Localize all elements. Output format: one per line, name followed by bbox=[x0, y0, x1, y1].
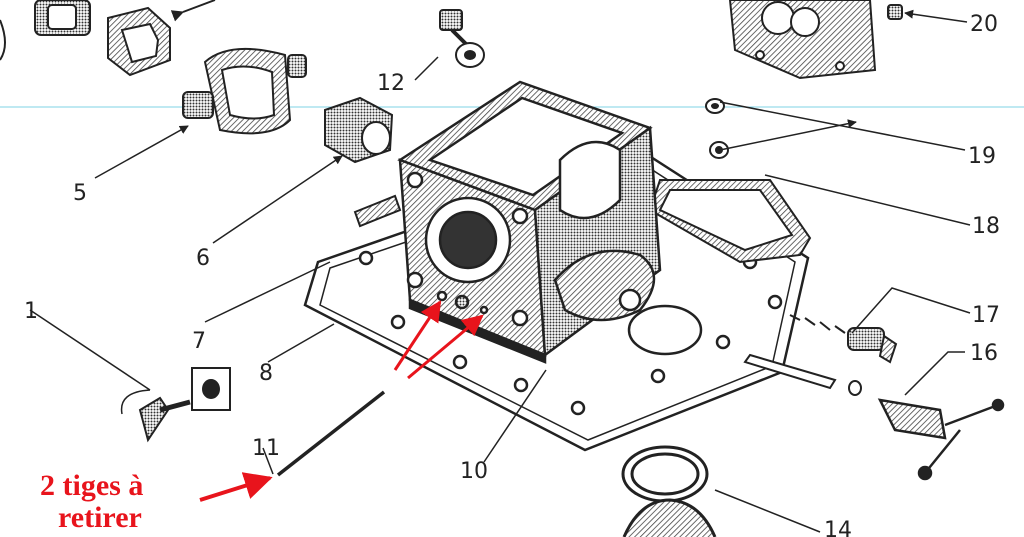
part-19-washers bbox=[705, 98, 729, 159]
part-18-gasket bbox=[648, 179, 812, 264]
part-1-bolt bbox=[138, 367, 231, 443]
callout-5: 5 bbox=[73, 181, 87, 206]
annotation-line-1: 2 tiges à bbox=[40, 469, 143, 502]
part-10-main-housing bbox=[397, 80, 662, 364]
part-7-gasket-edge bbox=[353, 194, 402, 228]
callout-1: 1 bbox=[24, 299, 38, 324]
part-5-yoke bbox=[182, 47, 307, 135]
callout-18: 18 bbox=[972, 214, 1000, 239]
callout-11: 11 bbox=[252, 436, 280, 461]
callout-6: 6 bbox=[196, 246, 210, 271]
part-12-bolt bbox=[439, 9, 485, 68]
callout-19: 19 bbox=[968, 144, 996, 169]
callout-7: 7 bbox=[192, 329, 206, 354]
part-16-lever bbox=[877, 398, 1005, 481]
annotation-line-2: retirer bbox=[58, 501, 142, 534]
red-arrows bbox=[199, 300, 484, 502]
callout-10: 10 bbox=[460, 459, 488, 484]
callout-14: 14 bbox=[824, 518, 852, 537]
callout-12: 12 bbox=[377, 71, 405, 96]
callout-8: 8 bbox=[259, 361, 273, 386]
callout-16: 16 bbox=[970, 341, 998, 366]
part-6-nut bbox=[324, 96, 394, 164]
top-left-fittings bbox=[0, 0, 171, 77]
part-11-rod bbox=[276, 390, 386, 477]
callout-20: 20 bbox=[970, 12, 998, 37]
part-17-plunger bbox=[789, 314, 898, 364]
part-20-housing bbox=[728, 0, 903, 80]
link-piece bbox=[743, 353, 862, 396]
part-14-ring bbox=[621, 445, 717, 537]
callout-17: 17 bbox=[972, 303, 1000, 328]
leader-lines bbox=[29, 9, 971, 533]
